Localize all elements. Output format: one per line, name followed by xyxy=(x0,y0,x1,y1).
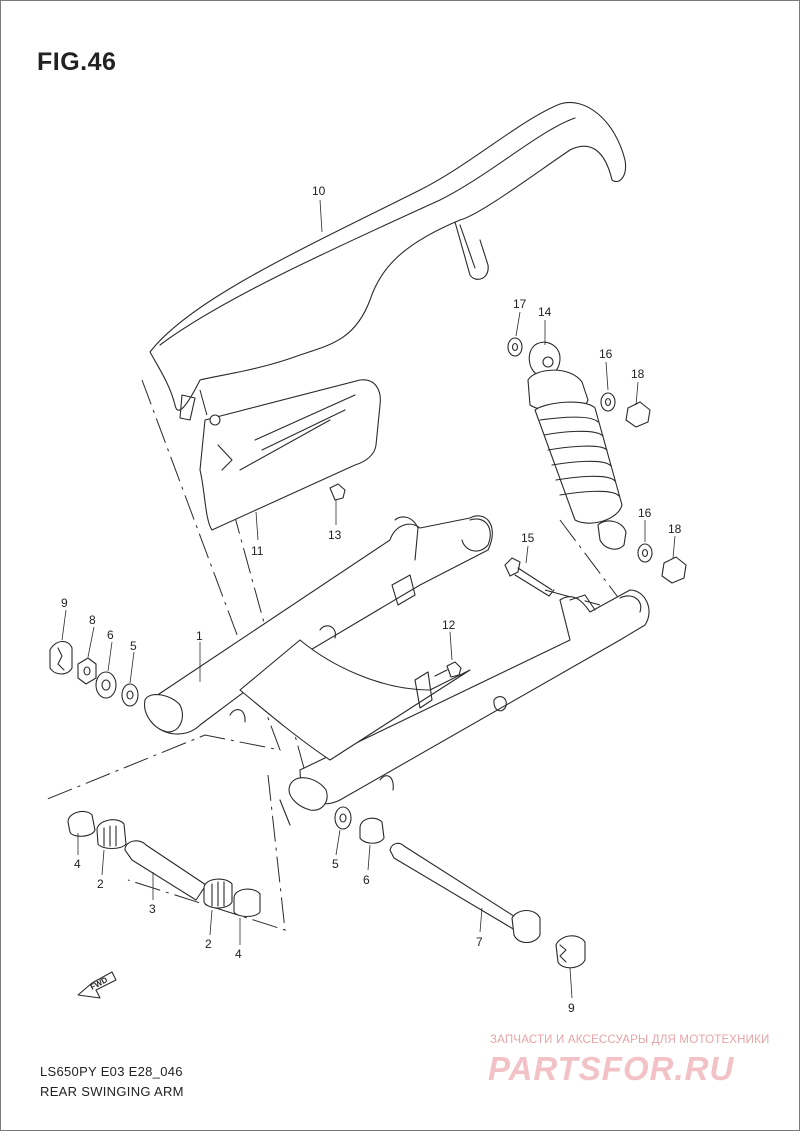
callout-4-right: 4 xyxy=(235,947,242,961)
hardware-parts xyxy=(49,337,687,969)
sleeve-part-3 xyxy=(124,840,207,901)
callout-7: 7 xyxy=(476,935,483,949)
model-code: LS650PY E03 E28_046 xyxy=(40,1064,183,1079)
callout-9-right: 9 xyxy=(568,1001,575,1015)
bolt-part-13 xyxy=(329,483,346,501)
callout-18-lower: 18 xyxy=(668,522,682,536)
callout-1: 1 xyxy=(196,629,203,643)
spacer-part-6-lower xyxy=(359,817,385,844)
chain-guard-part-11 xyxy=(199,379,381,531)
callout-8: 8 xyxy=(89,613,96,627)
callout-15: 15 xyxy=(521,531,535,545)
callout-13: 13 xyxy=(328,528,342,542)
watermark-tagline: ЗАПЧАСТИ И АКСЕССУАРЫ ДЛЯ МОТОТЕХНИКИ xyxy=(490,1034,770,1046)
shock-absorber-part-14 xyxy=(527,341,627,550)
callout-6-lower: 6 xyxy=(363,873,370,887)
callout-12: 12 xyxy=(442,618,456,632)
bolt-part-15 xyxy=(504,557,521,577)
leader-lines xyxy=(61,199,676,999)
washer-part-16-lower xyxy=(637,543,653,563)
section-title: REAR SWINGING ARM xyxy=(40,1084,184,1099)
callout-numbers: 10 11 13 17 14 16 18 16 18 15 12 1 9 8 6… xyxy=(61,184,682,1015)
callout-5-upper: 5 xyxy=(130,639,137,653)
callout-9-left: 9 xyxy=(61,596,68,610)
nut-part-8 xyxy=(77,657,97,685)
watermark-logo: PARTSFOR.RU xyxy=(488,1050,735,1087)
callout-11: 11 xyxy=(251,544,264,558)
washer-part-5-lower xyxy=(334,806,352,830)
pivot-shaft-part-7 xyxy=(389,842,521,931)
callout-16-lower: 16 xyxy=(638,506,652,520)
bolt-part-12 xyxy=(446,661,462,678)
swinging-arm-part-1 xyxy=(144,515,650,826)
callout-3: 3 xyxy=(149,902,156,916)
washer-part-5-upper xyxy=(121,683,139,707)
cap-nut-part-18-upper xyxy=(625,401,651,428)
callout-17: 17 xyxy=(513,297,527,311)
callout-10: 10 xyxy=(312,184,326,198)
callout-4-left: 4 xyxy=(74,857,81,871)
callout-2-left: 2 xyxy=(97,877,104,891)
callout-2-right: 2 xyxy=(205,937,212,951)
callout-18-upper: 18 xyxy=(631,367,645,381)
spacer-part-6-upper xyxy=(95,671,117,699)
bearing-part-4-right xyxy=(233,888,261,918)
washer-part-16-upper xyxy=(600,392,616,412)
washer-part-17 xyxy=(507,337,523,357)
figure-title: FIG.46 xyxy=(37,48,117,76)
callout-5-lower: 5 xyxy=(332,857,339,871)
bearing-part-4-left xyxy=(67,810,96,837)
fwd-arrow: FWD xyxy=(77,971,117,999)
chain-case-part-10 xyxy=(149,102,627,421)
cap-part-9-right xyxy=(555,935,586,969)
bearing-part-2-left xyxy=(96,819,127,850)
cap-nut-part-18-lower xyxy=(661,556,687,584)
callout-16-upper: 16 xyxy=(599,347,613,361)
callout-14: 14 xyxy=(538,305,552,319)
callout-6-upper: 6 xyxy=(107,628,114,642)
